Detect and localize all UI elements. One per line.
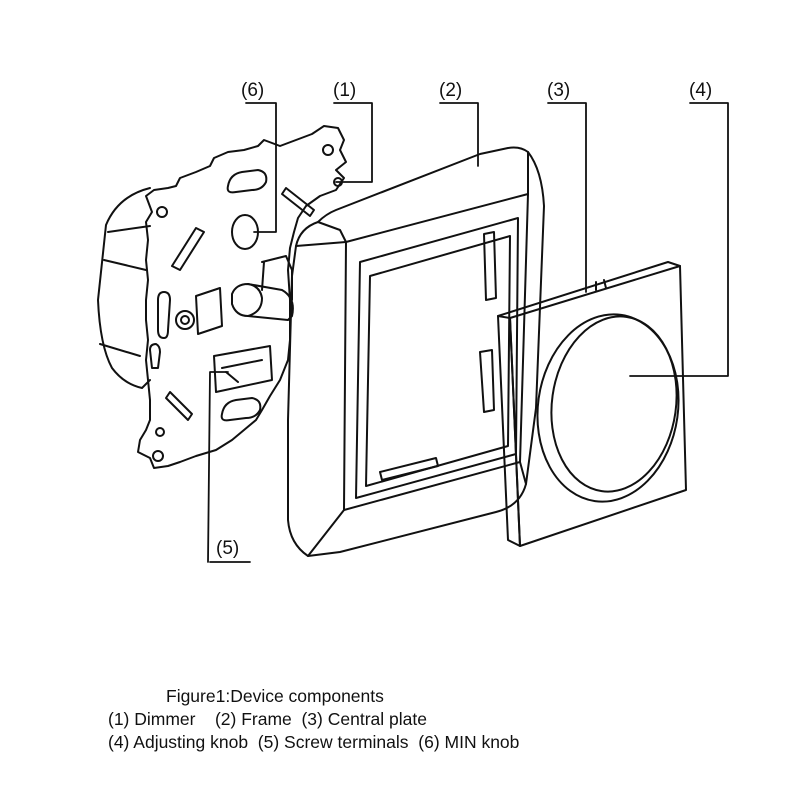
screw-terminal-inner: [221, 359, 263, 383]
plate-slot: [220, 397, 262, 422]
leader-4: [629, 102, 729, 377]
adjusting-knob: [536, 313, 680, 503]
leader-2: [439, 102, 479, 167]
plate-square-opening: [195, 287, 223, 335]
caption-line-2: (4) Adjusting knob (5) Screw terminals (…: [108, 732, 520, 752]
callout-1: (1): [333, 80, 356, 101]
plate-slot: [171, 227, 205, 271]
callout-4: (4): [689, 80, 712, 101]
dimmer-shaft: [231, 283, 263, 317]
caption-line-1: (1) Dimmer (2) Frame (3) Central plate: [108, 709, 427, 729]
plate-hole: [155, 427, 165, 437]
plate-slot: [226, 169, 268, 194]
plate-hole: [322, 144, 334, 156]
frame-clip: [483, 231, 497, 301]
frame-clip: [479, 349, 495, 413]
central-plate-tab: [595, 279, 607, 291]
knob-face: [550, 315, 678, 493]
central-plate: [497, 261, 687, 547]
frame: [287, 146, 545, 557]
plate-keyhole: [157, 291, 171, 339]
frame-bevel-lines: [295, 151, 529, 557]
plate-keyhole: [149, 343, 161, 369]
dimmer-module-edge: [99, 225, 151, 357]
leader-1: [333, 102, 373, 183]
frame-opening: [355, 217, 519, 499]
callout-3: (3): [547, 80, 570, 101]
callout-leaders: [207, 102, 729, 563]
plate-round-hole: [175, 310, 195, 330]
leader-5: [207, 371, 251, 563]
callout-5: (5): [216, 538, 239, 559]
callout-6: (6): [241, 80, 264, 101]
central-plate-top: [497, 261, 681, 317]
screw-terminal-block: [213, 345, 273, 393]
dimmer-module-body: [97, 187, 151, 389]
callout-labels: (6) (1) (2) (3) (4) (5): [216, 80, 712, 559]
dimmer-plate: [97, 125, 347, 469]
leader-6: [245, 102, 277, 233]
knob-base: [536, 313, 680, 503]
frame-clip: [379, 457, 439, 481]
central-plate-side: [497, 315, 521, 547]
caption-title: Figure1:Device components: [166, 686, 384, 706]
leader-3: [547, 102, 587, 293]
plate-hole: [152, 450, 164, 462]
dimmer-shaft-body: [247, 283, 294, 321]
plate-slot: [281, 187, 315, 217]
frame-opening-inner: [365, 235, 511, 487]
plate-round-hole-inner: [180, 315, 190, 325]
plate-hole: [156, 206, 168, 218]
callout-2: (2): [439, 80, 462, 101]
plate-slot: [165, 391, 193, 421]
